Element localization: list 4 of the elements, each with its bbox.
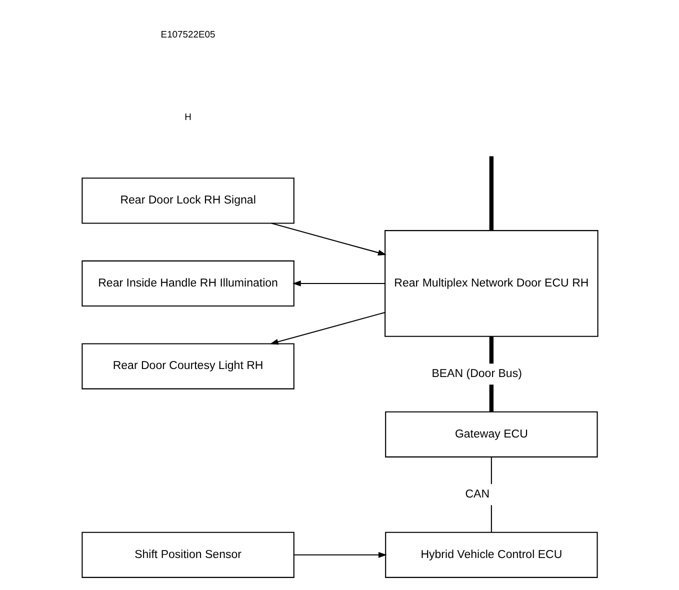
label: H [184, 111, 191, 122]
edge-label: CAN [464, 488, 490, 501]
edge-label: BEAN (Door Bus) [431, 368, 522, 380]
label: E107522E05 [160, 28, 215, 40]
